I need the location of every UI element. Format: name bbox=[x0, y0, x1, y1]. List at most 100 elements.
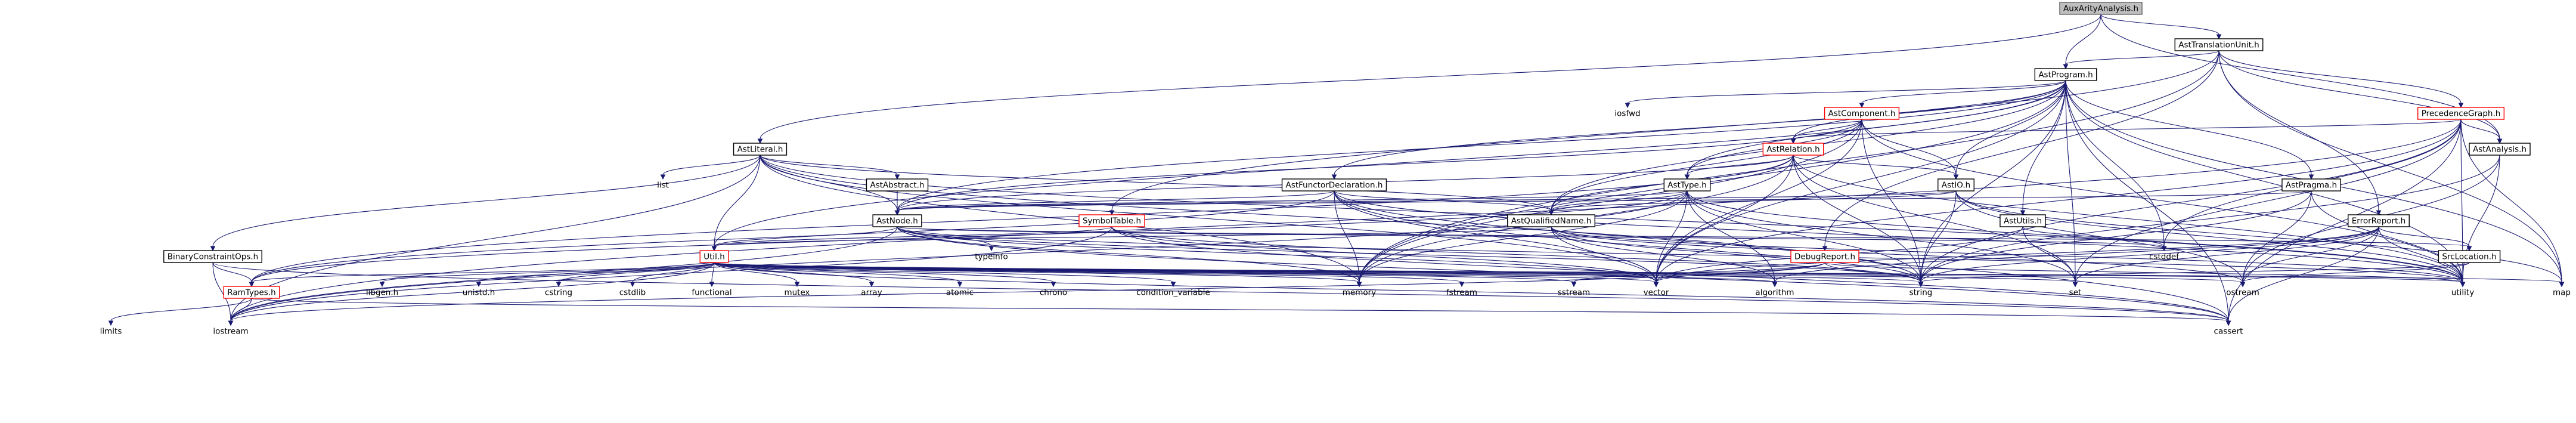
edge-astprogram-h-to-set bbox=[2065, 80, 2076, 283]
edge-astfunctordeclaration-h-to-cassert bbox=[1334, 190, 2229, 322]
edge-astprogram-h-to-astpragma-h bbox=[2065, 80, 2312, 175]
node-util-h[interactable]: Util.h bbox=[699, 250, 729, 263]
edge-astutils-h-to-cstddef bbox=[2022, 226, 2165, 247]
node-astprogram-h[interactable]: AstProgram.h bbox=[2034, 68, 2097, 81]
node-astutils-h[interactable]: AstUtils.h bbox=[2000, 214, 2046, 227]
node-box bbox=[699, 250, 729, 263]
edge-arrowhead bbox=[2460, 282, 2466, 288]
edge-debugreport-h-to-utility bbox=[1824, 262, 2463, 283]
node-astio-h[interactable]: AstIO.h bbox=[1938, 178, 1974, 192]
edge-ramtypes-h-to-limits bbox=[110, 298, 252, 322]
node-label: AstTranslationUnit.h bbox=[2178, 41, 2259, 50]
edge-arrowhead bbox=[1625, 103, 1630, 109]
edge-astqualifiedname-h-to-utility bbox=[1551, 226, 2463, 283]
node-label: iosfwd bbox=[1614, 109, 1640, 119]
edge-debugreport-h-to-sstream bbox=[1573, 262, 1825, 283]
node-atomic: atomic bbox=[946, 288, 974, 298]
edge-errorreport-h-to-set bbox=[2075, 226, 2379, 283]
node-asttranslationunit-h[interactable]: AstTranslationUnit.h bbox=[2174, 38, 2264, 51]
edge-astrelation-h-to-set bbox=[1793, 155, 2076, 283]
node-mutex: mutex bbox=[784, 288, 810, 298]
node-auxarityanalysis-h[interactable]: AuxArityAnalysis.h bbox=[2059, 2, 2143, 15]
edge-arrowhead bbox=[1684, 174, 1690, 180]
edge-asttype-h-to-astnode-h bbox=[897, 190, 1688, 211]
edge-symboltable-h-to-util-h bbox=[714, 226, 1112, 247]
node-astanalysis-h[interactable]: AstAnalysis.h bbox=[2469, 143, 2531, 156]
edge-arrowhead bbox=[249, 282, 255, 288]
edge-arrowhead bbox=[1918, 282, 1924, 288]
edge-astnode-h-to-srclocation-h bbox=[897, 226, 2470, 247]
node-astpragma-h[interactable]: AstPragma.h bbox=[2281, 178, 2341, 192]
edge-arrowhead bbox=[210, 246, 216, 252]
edge-arrowhead bbox=[476, 282, 482, 288]
edge-precedencegraph-h-to-astanalysis-h bbox=[2460, 119, 2500, 140]
node-sstream: sstream bbox=[1558, 288, 1590, 298]
node-box bbox=[2034, 68, 2097, 81]
edge-asttranslationunit-h-to-astprogram-h bbox=[2065, 50, 2219, 65]
node-label: functional bbox=[692, 288, 731, 298]
edge-arrowhead bbox=[988, 246, 994, 252]
node-astcomponent-h[interactable]: AstComponent.h bbox=[1824, 107, 1900, 120]
node-label: SrcLocation.h bbox=[2442, 252, 2496, 262]
node-label: iostream bbox=[213, 327, 248, 336]
node-debugreport-h[interactable]: DebugReport.h bbox=[1790, 250, 1859, 263]
node-astfunctordeclaration-h[interactable]: AstFunctorDeclaration.h bbox=[1281, 178, 1387, 192]
node-iostream: iostream bbox=[213, 327, 248, 336]
edge-astio-h-to-utility bbox=[1955, 190, 2463, 283]
node-box bbox=[1281, 178, 1387, 192]
edge-srclocation-h-to-ostream bbox=[2242, 262, 2470, 283]
node-astabstract-h[interactable]: AstAbstract.h bbox=[866, 178, 929, 192]
edge-srclocation-h-to-string bbox=[1920, 262, 2470, 283]
node-astnode-h[interactable]: AstNode.h bbox=[872, 214, 922, 227]
node-asttype-h[interactable]: AstType.h bbox=[1663, 178, 1711, 192]
edge-arrowhead bbox=[2020, 210, 2026, 216]
node-label: sstream bbox=[1558, 288, 1590, 298]
node-srclocation-h[interactable]: SrcLocation.h bbox=[2438, 250, 2501, 263]
node-errorreport-h[interactable]: ErrorReport.h bbox=[2348, 214, 2410, 227]
edge-arrowhead bbox=[2216, 34, 2222, 40]
edge-arrowhead bbox=[2466, 246, 2472, 252]
node-astqualifiedname-h[interactable]: AstQualifiedName.h bbox=[1507, 214, 1595, 227]
edge-auxarityanalysis-h-to-astanalysis-h bbox=[2100, 14, 2500, 140]
edge-astliteral-h-to-astabstract-h bbox=[760, 155, 898, 175]
edge-errorreport-h-to-vector bbox=[1656, 226, 2379, 283]
edge-arrowhead bbox=[1571, 282, 1577, 288]
node-symboltable-h[interactable]: SymbolTable.h bbox=[1078, 214, 1145, 227]
edge-astprogram-h-to-cassert bbox=[2065, 80, 2229, 322]
node-label: AstLiteral.h bbox=[737, 145, 783, 155]
edge-astprogram-h-to-string bbox=[1920, 80, 2066, 283]
edge-ramtypes-h-to-iostream bbox=[230, 298, 252, 322]
node-condition-variable: condition_variable bbox=[1136, 288, 1210, 298]
edge-util-h-to-cstring bbox=[558, 262, 715, 283]
node-label: list bbox=[657, 181, 669, 190]
node-label: cstring bbox=[545, 288, 572, 298]
node-ostream: ostream bbox=[2226, 288, 2259, 298]
edge-astliteral-h-to-memory bbox=[760, 155, 1360, 283]
node-box bbox=[2174, 38, 2264, 51]
node-precedencegraph-h[interactable]: PrecedenceGraph.h bbox=[2417, 107, 2505, 120]
node-label: cassert bbox=[2214, 327, 2243, 336]
edge-util-h-to-libgen-h bbox=[382, 262, 715, 283]
edge-arrowhead bbox=[869, 282, 875, 288]
edge-arrowhead bbox=[957, 282, 963, 288]
node-astliteral-h[interactable]: AstLiteral.h bbox=[733, 143, 788, 156]
edge-symboltable-h-to-string bbox=[1111, 226, 1921, 283]
edge-asttype-h-to-set bbox=[1687, 190, 2076, 283]
edge-arrowhead bbox=[108, 320, 114, 326]
edge-symboltable-h-to-iostream bbox=[230, 226, 1112, 322]
node-binaryconstraintops-h[interactable]: BinaryConstraintOps.h bbox=[163, 250, 262, 263]
edge-arrowhead bbox=[894, 210, 900, 216]
edge-astprogram-h-to-util-h bbox=[714, 80, 2066, 247]
edge-astrelation-h-to-astio-h bbox=[1793, 155, 1957, 175]
edge-arrowhead bbox=[630, 282, 636, 288]
node-box bbox=[2281, 178, 2341, 192]
edge-astqualifiedname-h-to-string bbox=[1551, 226, 1921, 283]
node-ramtypes-h[interactable]: RamTypes.h bbox=[223, 286, 280, 299]
node-astrelation-h[interactable]: AstRelation.h bbox=[1762, 143, 1824, 156]
node-label: Util.h bbox=[703, 252, 725, 262]
edge-errorreport-h-to-string bbox=[1920, 226, 2379, 283]
edge-arrowhead bbox=[1331, 174, 1337, 180]
edge-util-h-to-chrono bbox=[714, 262, 1054, 283]
node-label: vector bbox=[1644, 288, 1669, 298]
